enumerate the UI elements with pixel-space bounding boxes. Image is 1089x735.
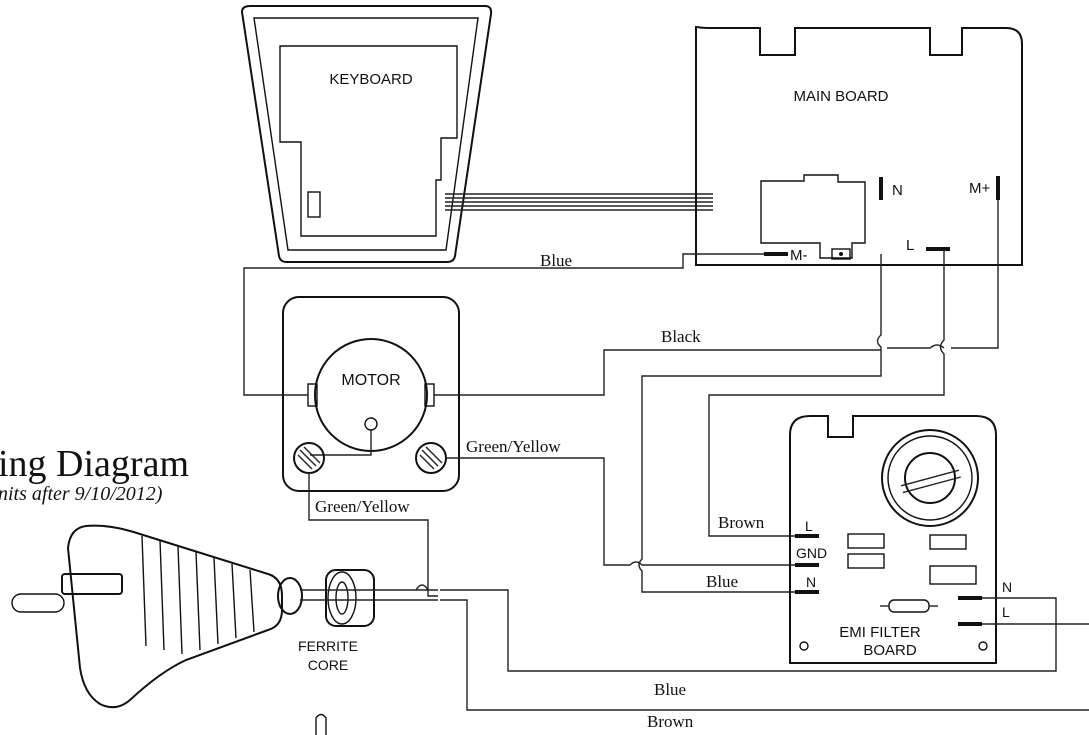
- screw-icon-right: [415, 442, 447, 474]
- ferrite-core: FERRITE CORE: [298, 569, 438, 673]
- wire-blue-emi: [638, 350, 882, 593]
- emi-filter-board: L GND N N L EMI FILTER BOARD: [789, 415, 1012, 664]
- main-n-label: N: [892, 182, 903, 199]
- motor-module: MOTOR: [282, 296, 460, 492]
- main-m-minus-label: M-: [790, 247, 808, 264]
- fuse: [888, 599, 930, 613]
- wire-green-yellow-left: [308, 473, 438, 597]
- emi-l-label: L: [805, 518, 813, 534]
- keyboard-label: KEYBOARD: [329, 71, 413, 88]
- main-board: MAIN BOARD N M+ L M-: [695, 25, 1023, 266]
- ferrite-label-2: CORE: [308, 657, 348, 673]
- label-blue-top: Blue: [540, 251, 572, 270]
- emi-out-l-label: L: [1002, 604, 1010, 620]
- emi-filter-label-2: BOARD: [863, 642, 917, 659]
- main-board-connector: [831, 248, 851, 260]
- emi-out-n-label: N: [1002, 579, 1012, 595]
- emi-n-label: N: [806, 574, 816, 590]
- label-green-yellow-left: Green/Yellow: [315, 497, 410, 516]
- plug-pin: [11, 593, 65, 613]
- diagram-title: ing Diagram: [0, 443, 189, 485]
- label-brown-bottom: Brown: [647, 712, 694, 731]
- ferrite-label-1: FERRITE: [298, 638, 358, 654]
- emi-filter-label-1: EMI FILTER: [839, 624, 921, 641]
- main-board-label: MAIN BOARD: [793, 88, 888, 105]
- screw-icon-left: [293, 442, 325, 474]
- toroid-coil-icon: [881, 429, 979, 527]
- label-black: Black: [661, 327, 701, 346]
- main-board-component: [760, 174, 866, 259]
- wire-black-motor: [434, 254, 882, 396]
- ribbon-cable: [445, 193, 713, 211]
- partial-symbol: [315, 713, 327, 735]
- label-blue-bottom: Blue: [654, 680, 686, 699]
- motor-label: MOTOR: [341, 372, 400, 389]
- main-m-plus-label: M+: [969, 180, 990, 197]
- keyboard-indicator: [307, 191, 321, 218]
- wire-emi-out-n: [440, 589, 1057, 672]
- wire-m-plus: [951, 200, 999, 349]
- wire-brown-emi: [708, 249, 945, 537]
- wire-green-yellow-right: [446, 457, 795, 566]
- motor-ground-point: [364, 417, 378, 431]
- diagram-subtitle: nits after 9/10/2012): [0, 483, 163, 505]
- label-green-yellow-right: Green/Yellow: [466, 437, 561, 456]
- label-blue-emi: Blue: [706, 572, 738, 591]
- keyboard-module: KEYBOARD: [240, 5, 493, 263]
- wire-brown-bottom: [440, 599, 1089, 711]
- wire-blue-motor: [243, 253, 764, 396]
- label-brown-emi: Brown: [718, 513, 765, 532]
- power-plug: [11, 524, 303, 709]
- main-l-label: L: [906, 237, 914, 254]
- emi-gnd-label: GND: [796, 545, 827, 561]
